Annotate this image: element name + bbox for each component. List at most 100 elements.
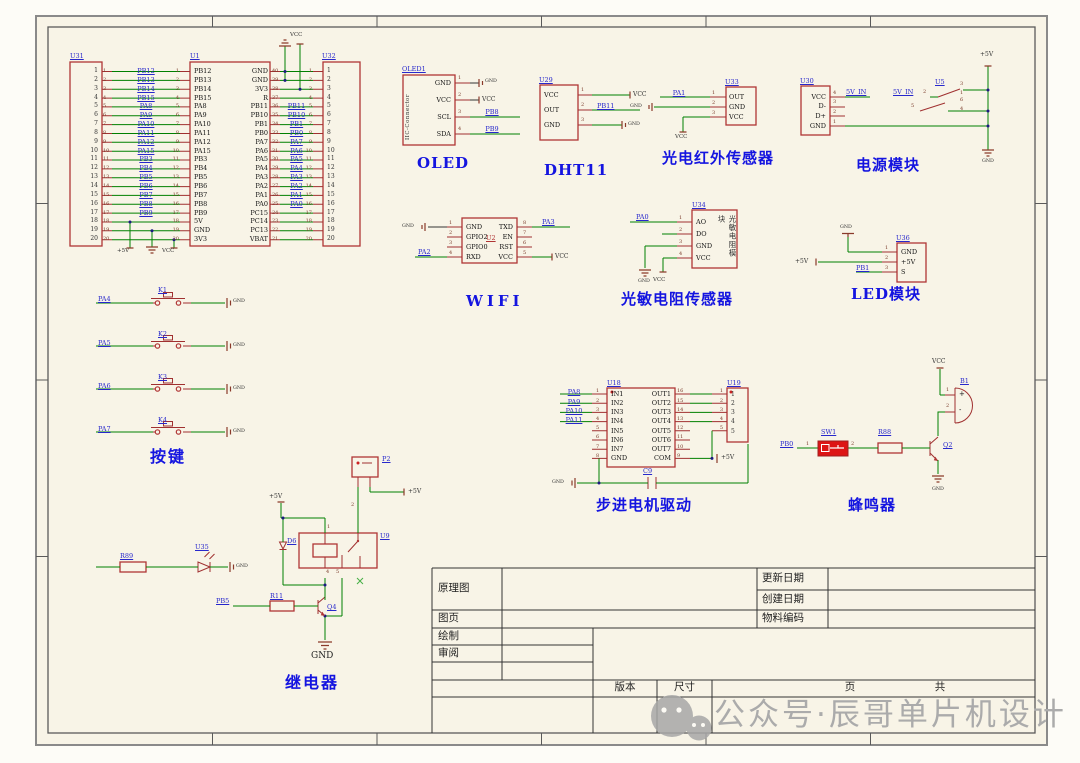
u1-left-pin-number: 14 (172, 182, 179, 189)
vcc-label: VCC (932, 358, 946, 365)
net-pb9: PB9 (485, 125, 499, 133)
u1-left-pin-number: 17 (172, 209, 179, 216)
stepper-net-label: PA11 (565, 415, 583, 424)
key-contacts (154, 300, 182, 435)
net-label-left: PB4 (139, 164, 153, 173)
gnd-label: GND (233, 429, 245, 435)
wifi-pin-row: 3 GPIO0 RST 6 (449, 241, 534, 252)
u32-pin-number: 11 (327, 155, 335, 163)
u18-right-name: OUT4 (651, 417, 671, 426)
titleblock-size: 尺寸 (674, 681, 695, 693)
u1-left-pin-number: 15 (172, 191, 179, 198)
left-pin-number: 2 (449, 230, 453, 236)
net-label-right: PB10 (287, 111, 306, 120)
net-pb1: PB1 (856, 263, 870, 272)
vcc-label: VCC (162, 248, 175, 254)
u32-pin-number: 14 (327, 181, 335, 189)
u1-right-pin-number: 29 (272, 165, 279, 172)
u1-right-pin-number: 27 (272, 182, 279, 189)
u1-left-pin-name: PB7 (194, 190, 208, 199)
stepper-pin-row: 6 IN6 OUT6 11 (560, 434, 752, 445)
mcu-pin-row: 13 13 PB5 13 PB5 PA3 28 PA3 13 13 (70, 173, 362, 182)
relay-switch-pin-5: 5 (336, 569, 340, 575)
u1-right-pin-name: PC15 (250, 208, 268, 217)
u1-left-pin-number: 5 (175, 103, 179, 110)
left-pin-name: GPIO0 (466, 242, 488, 251)
u1-left-pin-number: 18 (172, 218, 179, 225)
u1-left-pin-name: 3V3 (194, 235, 207, 244)
stepper-net-label: PA10 (565, 406, 583, 415)
u19-pin-number: 1 (731, 390, 735, 398)
u1-left-pin-number: 9 (175, 138, 179, 145)
buzzer-minus: - (959, 406, 962, 414)
designator-u5: U5 (935, 78, 945, 86)
pin-name: GND (696, 241, 713, 250)
pin-number: 2 (679, 227, 683, 233)
mcu-pin-row: 19 19 19 GND PC13 22 19 19 (70, 226, 362, 235)
u32-stub-number: 16 (305, 200, 312, 207)
u32-pin-number: 17 (327, 208, 335, 216)
u31-stub-number: 13 (103, 174, 110, 181)
u19-stub-number: 1 (719, 388, 723, 395)
net-label-right: PA5 (290, 155, 303, 164)
key-net-label: PA5 (98, 338, 111, 347)
left-pin-name: RXD (466, 252, 481, 261)
designator-r11: R11 (270, 592, 284, 600)
frame-column-label (542, 16, 707, 27)
u1-left-pin-number: 7 (175, 121, 179, 128)
net-label-left: PB15 (137, 93, 155, 102)
frame-column-label (377, 16, 542, 27)
section-keys: 按键 (150, 447, 187, 466)
left-pin-number: 1 (449, 220, 453, 226)
u1-right-pin-name: PB0 (254, 128, 268, 137)
u31-stub-number: 6 (103, 112, 107, 119)
u1-left-pin-name: PB8 (194, 199, 208, 208)
ldr-pins: 1 AO 2 DO 3 GND 4 VCC (679, 216, 719, 264)
u18-left-number: 3 (596, 406, 600, 413)
u31-stub-number: 1 (103, 68, 107, 74)
key-net-label: PA4 (98, 295, 111, 304)
pin-number: 2 (833, 109, 837, 115)
titleblock-sheet: 图页 (438, 612, 459, 624)
u1-right-pin-number: 34 (272, 121, 279, 128)
titleblock-updated: 更新日期 (762, 572, 804, 584)
p5v-label: +5V (795, 258, 809, 265)
wifi-pin-row: 2 GPIO2 EN 7 (449, 230, 534, 242)
u31-stub-number: 12 (103, 165, 110, 172)
stepper-pin-row: 7 IN7 OUT7 10 (560, 444, 752, 454)
u32-stub-number: 5 (308, 103, 312, 110)
mcu-pin-row: 11 11 PB3 11 PB3 PA5 30 PA5 11 11 (70, 155, 362, 164)
gnd-label: GND (485, 79, 497, 84)
u18-right-name: OUT1 (651, 389, 671, 398)
u1-right-pin-number: 37 (272, 94, 279, 101)
u32-stub-number: 3 (308, 85, 312, 92)
u32-stub-number: 8 (308, 129, 312, 136)
stepper-rows: PA8 1 IN1 OUT1 16 1 1 PA9 2 IN2 OUT2 15 … (560, 388, 752, 464)
section-power: 电源模块 (856, 156, 921, 174)
net-label-left: PB9 (139, 208, 153, 217)
switch-pin-3: 3 (960, 81, 964, 87)
pin-name: VCC (811, 92, 826, 101)
key-row: K4 PA7 GND (96, 411, 266, 454)
ldr-vertical-text: 光敏电阻模块 (717, 215, 737, 258)
ldr-pin-row: 1 AO (679, 216, 719, 228)
designator-u2: U2 (486, 234, 496, 242)
u19-pin-number: 3 (731, 409, 735, 417)
u18-left-number: 6 (596, 434, 600, 441)
u1-left-pin-number: 4 (175, 94, 179, 101)
designator-u33: U33 (725, 78, 739, 86)
pin-number: 3 (833, 99, 837, 106)
designator-u30: U30 (800, 77, 814, 85)
u1-right-pin-name: PB10 (250, 111, 268, 120)
mcu-pin-rows: 1 1 PB12 1 PB12 GND 40 1 1 2 2 PB13 2 PB… (70, 67, 362, 244)
power-pin-row: D+ 2 (801, 109, 848, 122)
mcu-pin-row: 15 15 PB7 15 PB7 PA1 26 PA1 15 15 (70, 191, 362, 200)
net-label-right: PA6 (290, 146, 303, 155)
frame-column-label (871, 16, 1036, 27)
u1-right-pin-name: PA7 (255, 137, 268, 146)
u31-stub-number: 4 (103, 94, 107, 101)
designator-u18: U18 (607, 379, 621, 387)
designator-d6: D6 (287, 537, 297, 545)
u19-stub-number: 2 (719, 397, 723, 404)
pin-name: VCC (696, 253, 711, 262)
